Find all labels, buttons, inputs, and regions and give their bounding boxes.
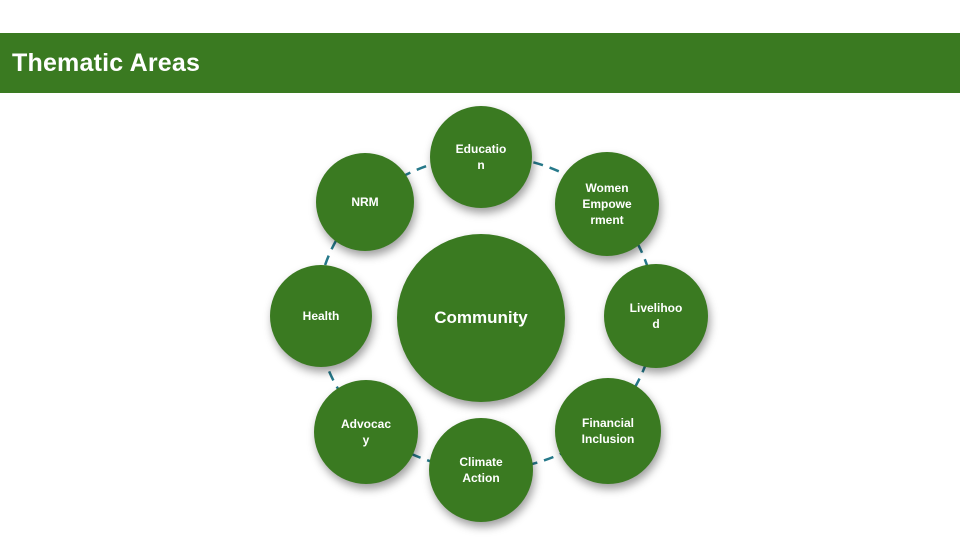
circle-label-health: Health bbox=[302, 308, 340, 323]
circle-label-nrm: NRM bbox=[351, 194, 379, 209]
circle-label-community: Community bbox=[434, 307, 528, 327]
circle-financial-inclusion: Financial Inclusion bbox=[555, 378, 661, 484]
circle-label-advocacy: Advocac y bbox=[340, 416, 392, 447]
circle-label-livelihood: Livelihoo d bbox=[629, 300, 683, 331]
circle-label-financial-inclusion: Financial Inclusion bbox=[581, 415, 635, 446]
circle-health: Health bbox=[270, 265, 372, 367]
circle-education: Educatio n bbox=[430, 106, 532, 208]
circle-label-climate-action: Climate Action bbox=[459, 454, 503, 485]
circle-nrm: NRM bbox=[316, 153, 414, 251]
circle-women-empowerment: Women Empowe rment bbox=[555, 152, 659, 256]
circle-label-women-empowerment: Women Empowe rment bbox=[582, 180, 632, 228]
circle-livelihood: Livelihoo d bbox=[604, 264, 708, 368]
circle-community-center: Community bbox=[397, 234, 565, 402]
page-title: Thematic Areas bbox=[12, 48, 201, 77]
slide-title-bar: Thematic Areas bbox=[0, 33, 960, 93]
circle-advocacy: Advocac y bbox=[314, 380, 418, 484]
circle-climate-action: Climate Action bbox=[429, 418, 533, 522]
circle-label-education: Educatio n bbox=[455, 141, 507, 172]
